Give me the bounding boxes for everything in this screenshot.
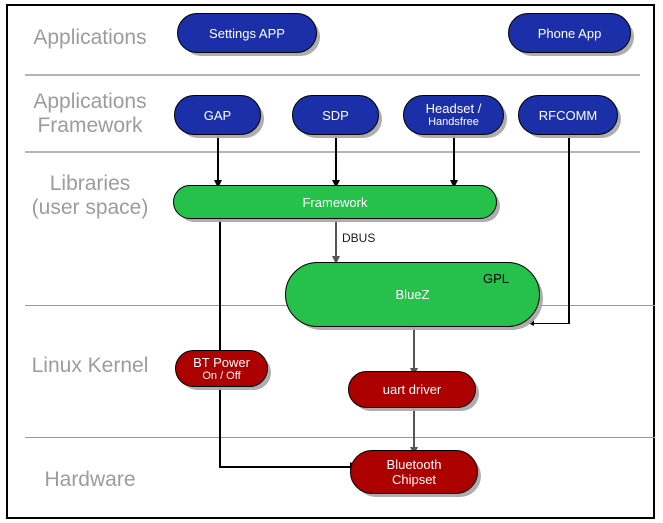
node-sublabel-handsfree: Handsfree xyxy=(428,116,479,128)
node-badge-bluez-gpl: GPL xyxy=(483,271,510,286)
divider-applications xyxy=(25,74,640,76)
node-framework[interactable]: Framework xyxy=(173,185,497,219)
arrowhead-rfcomm-to-bluez xyxy=(526,318,534,326)
divider-linux-kernel xyxy=(25,437,655,438)
node-label-bluez: BlueZ xyxy=(395,287,430,302)
layer-label-hardware: Hardware xyxy=(44,468,136,491)
connector-framework-to-chipset xyxy=(219,466,356,468)
node-label-settings-app: Settings APP xyxy=(209,25,285,41)
node-sdp[interactable]: SDP xyxy=(292,95,379,135)
node-bluetooth-chipset[interactable]: Bluetooth Chipset xyxy=(350,450,478,494)
node-rfcomm[interactable]: RFCOMM xyxy=(518,95,618,135)
layer-label-applications: Applications xyxy=(33,26,147,49)
layer-label-linux-kernel: Linux Kernel xyxy=(31,354,149,377)
layer-label-libraries: Libraries (user space) xyxy=(31,172,149,219)
connector-rfcomm-to-bluez xyxy=(534,322,569,325)
arrowhead-headset-to-framework xyxy=(449,180,458,188)
connector-sdp-to-framework xyxy=(335,134,337,184)
node-bluez[interactable]: BlueZ xyxy=(285,262,540,327)
node-uart-driver[interactable]: uart driver xyxy=(348,371,476,408)
node-sublabel-bluetooth-chipset: Chipset xyxy=(391,472,437,487)
node-label-bt-power: BT Power xyxy=(193,354,250,370)
node-sublabel-bt-power: On / Off xyxy=(202,369,241,382)
arrowhead-sdp-to-framework xyxy=(331,180,340,188)
connector-gap-to-framework xyxy=(217,134,219,184)
arrowhead-gap-to-framework xyxy=(213,180,222,188)
connector-headset-to-framework xyxy=(453,134,455,184)
edge-label-dbus: DBUS xyxy=(342,231,376,245)
node-label-bluetooth-chipset: Bluetooth xyxy=(386,457,442,472)
node-label-sdp: SDP xyxy=(322,107,349,123)
layer-label-applications-framework: Applications Framework xyxy=(33,90,147,137)
node-label-phone-app: Phone App xyxy=(537,25,602,41)
node-headset-handsfree[interactable]: Headset / Handsfree xyxy=(403,95,504,135)
connector-bluez-to-uart xyxy=(413,327,415,372)
node-bt-power[interactable]: BT Power On / Off xyxy=(175,350,268,387)
connector-framework-to-bluez xyxy=(335,218,337,260)
node-label-framework: Framework xyxy=(302,194,368,210)
node-label-gap: GAP xyxy=(203,107,232,123)
node-phone-app[interactable]: Phone App xyxy=(508,13,631,53)
connector-uart-to-chipset xyxy=(413,408,415,451)
node-label-uart-driver: uart driver xyxy=(382,382,442,397)
node-label-headset: Headset / xyxy=(425,101,482,116)
arrowhead-framework-to-bluez xyxy=(331,256,340,264)
node-settings-app[interactable]: Settings APP xyxy=(177,13,317,53)
connector-rfcomm-down xyxy=(568,134,570,324)
divider-applications-framework xyxy=(25,151,640,153)
node-label-rfcomm: RFCOMM xyxy=(538,107,598,123)
connector-framework-left-down xyxy=(219,218,221,467)
node-gap[interactable]: GAP xyxy=(174,95,261,135)
